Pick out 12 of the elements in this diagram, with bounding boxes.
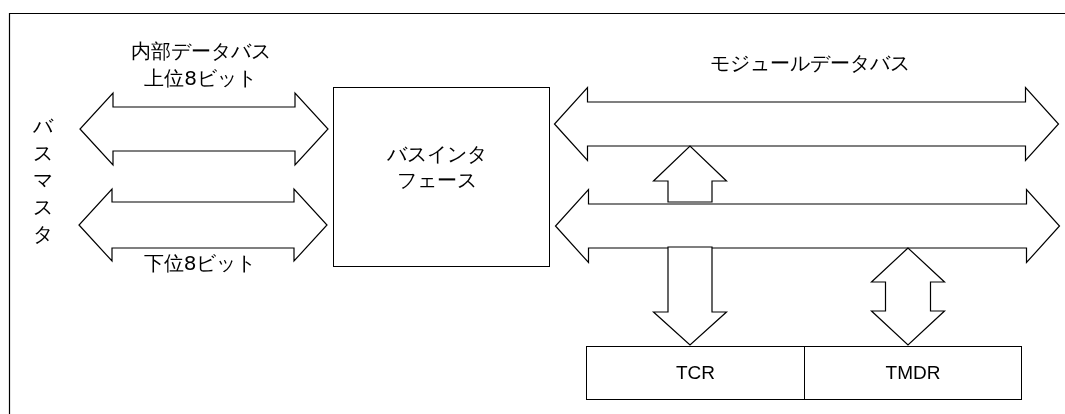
register-box: TCR (586, 346, 805, 400)
register-box: TMDR (804, 346, 1022, 400)
block-arrow (78, 187, 328, 263)
block-arrow (869, 247, 947, 346)
block-arrow (651, 246, 729, 346)
interface-box: バスインタフェース (333, 87, 550, 267)
edge-label: 内部データバス上位8ビット (129, 38, 272, 92)
block-arrow (652, 145, 728, 203)
edge-label: 下位8ビット (142, 250, 258, 277)
bus-label: モジュールデータバス (709, 50, 911, 77)
block-arrow (79, 91, 329, 167)
vertical-label: バスマスタ (32, 112, 54, 248)
